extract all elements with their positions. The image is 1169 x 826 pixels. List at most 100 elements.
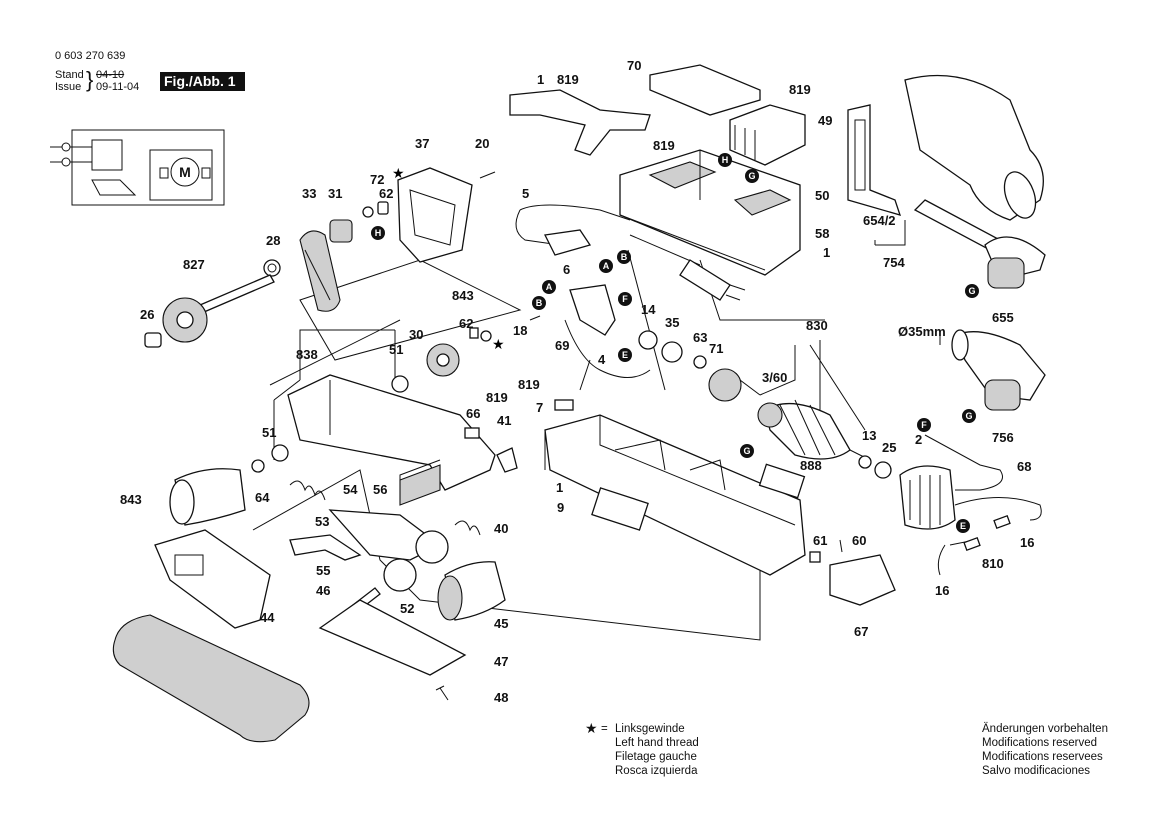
connector-part-810 (937, 515, 1011, 576)
label-part-5: 5 (522, 186, 529, 201)
label-part-819-c: 819 (653, 138, 675, 153)
washer-part-64 (251, 459, 265, 473)
figure-label: Fig./Abb. 1 (160, 72, 245, 91)
label-part-654-2: 654/2 (863, 213, 896, 228)
frame-part-44 (154, 529, 271, 629)
callout-h-top: H (718, 153, 732, 167)
label-part-62-b: 62 (459, 316, 473, 331)
label-part-55: 55 (316, 563, 330, 578)
sanding-belt (112, 614, 310, 743)
legend-line-es: Rosca izquierda (615, 765, 698, 777)
label-part-26: 26 (140, 307, 154, 322)
mods-line-fr: Modifications reservees (982, 751, 1103, 763)
legend-line-de: Linksgewinde (615, 723, 685, 735)
label-part-54: 54 (343, 482, 358, 497)
label-part-68: 68 (1017, 459, 1031, 474)
lever-part-53 (289, 534, 362, 561)
svg-text:F: F (622, 294, 628, 304)
svg-text:H: H (722, 155, 729, 165)
label-part-37: 37 (415, 136, 429, 151)
legend-line-en: Left hand thread (615, 737, 699, 749)
label-part-4: 4 (598, 352, 606, 367)
label-part-25: 25 (882, 440, 896, 455)
label-part-754: 754 (883, 255, 905, 270)
small-parts-upper (362, 171, 541, 377)
pulley-part-31 (329, 219, 353, 243)
callout-b-cable: B (617, 250, 631, 264)
label-part-16-b: 16 (935, 583, 949, 598)
callout-f-switch: F (618, 292, 632, 306)
cover-part-70 (649, 64, 761, 116)
drive-belt-part-33 (299, 230, 341, 312)
callout-a-cable: A (599, 259, 613, 273)
label-part-18: 18 (513, 323, 527, 338)
svg-text:G: G (968, 286, 975, 296)
label-part-819-b: 819 (789, 82, 811, 97)
brace-symbol: } (86, 67, 94, 92)
label-part-48: 48 (494, 690, 508, 705)
label-part-60: 60 (852, 533, 866, 548)
label-part-20: 20 (475, 136, 489, 151)
callout-g-bag: G (965, 284, 979, 298)
star-symbol: ★ (585, 720, 598, 736)
label-part-843-top: 843 (452, 288, 474, 303)
plate-part-47 (318, 599, 467, 676)
switch-part-4 (564, 284, 651, 378)
bearings-14-35 (638, 330, 707, 369)
bearing-part-26 (144, 332, 162, 348)
svg-text:E: E (960, 521, 966, 531)
label-part-40: 40 (494, 521, 508, 536)
callout-circles: H G H B A A B F E G F E G G (371, 153, 979, 533)
label-part-45: 45 (494, 616, 508, 631)
label-part-53: 53 (315, 514, 329, 529)
small-part-7 (554, 399, 574, 411)
left-hand-thread-star-72: ★ (392, 165, 405, 181)
label-part-16-a: 16 (1020, 535, 1034, 550)
svg-text:A: A (603, 261, 610, 271)
base-housing-part-838 (287, 374, 496, 506)
label-part-7: 7 (536, 400, 543, 415)
label-part-655: 655 (992, 310, 1014, 325)
stand-label: Stand (55, 69, 84, 81)
part-number: 0 603 270 639 (55, 50, 126, 62)
label-part-70: 70 (627, 58, 641, 73)
svg-text:B: B (536, 298, 543, 308)
label-part-61: 61 (813, 533, 827, 548)
label-part-62-a: 62 (379, 186, 393, 201)
shaft-part-827 (162, 274, 275, 343)
label-part-827: 827 (183, 257, 205, 272)
mods-line-de: Änderungen vorbehalten (982, 723, 1108, 735)
label-part-44: 44 (260, 610, 275, 625)
cable-part-68 (924, 434, 1042, 521)
left-hand-thread-star-62: ★ (492, 336, 505, 352)
mods-line-en: Modifications reserved (982, 737, 1098, 749)
label-part-756: 756 (992, 430, 1014, 445)
screw-part-60 (839, 539, 843, 553)
label-part-63: 63 (693, 330, 707, 345)
label-part-33: 33 (302, 186, 316, 201)
roller-part-843-left (169, 468, 246, 526)
legend-line-fr: Filetage gauche (615, 751, 697, 763)
bearing-part-51-upper (391, 375, 409, 393)
label-part-71: 71 (709, 341, 723, 356)
label-part-46: 46 (316, 583, 330, 598)
svg-text:B: B (621, 252, 628, 262)
motor-symbol: M (179, 164, 191, 180)
callout-g-hose: G (962, 409, 976, 423)
bearings-13-25 (858, 455, 892, 479)
part-numbers: 1 819 70 819 49 819 50 58 1 654/2 754 65… (120, 58, 1034, 705)
part-41 (496, 447, 518, 473)
label-part-28: 28 (266, 233, 280, 248)
upper-housing (619, 149, 801, 276)
svg-text:F: F (921, 420, 927, 430)
callout-b-switch: B (532, 296, 546, 310)
label-part-72: 72 (370, 172, 384, 187)
nut-part-61 (809, 551, 821, 563)
hose-part-756 (951, 329, 1046, 411)
label-part-819-d: 819 (486, 390, 508, 405)
motor-housing-part-9 (544, 414, 806, 576)
dust-bag-part-655 (904, 74, 1046, 289)
legend: ★ = Linksgewinde Left hand thread Fileta… (585, 721, 699, 778)
callout-f-stator: F (917, 418, 931, 432)
